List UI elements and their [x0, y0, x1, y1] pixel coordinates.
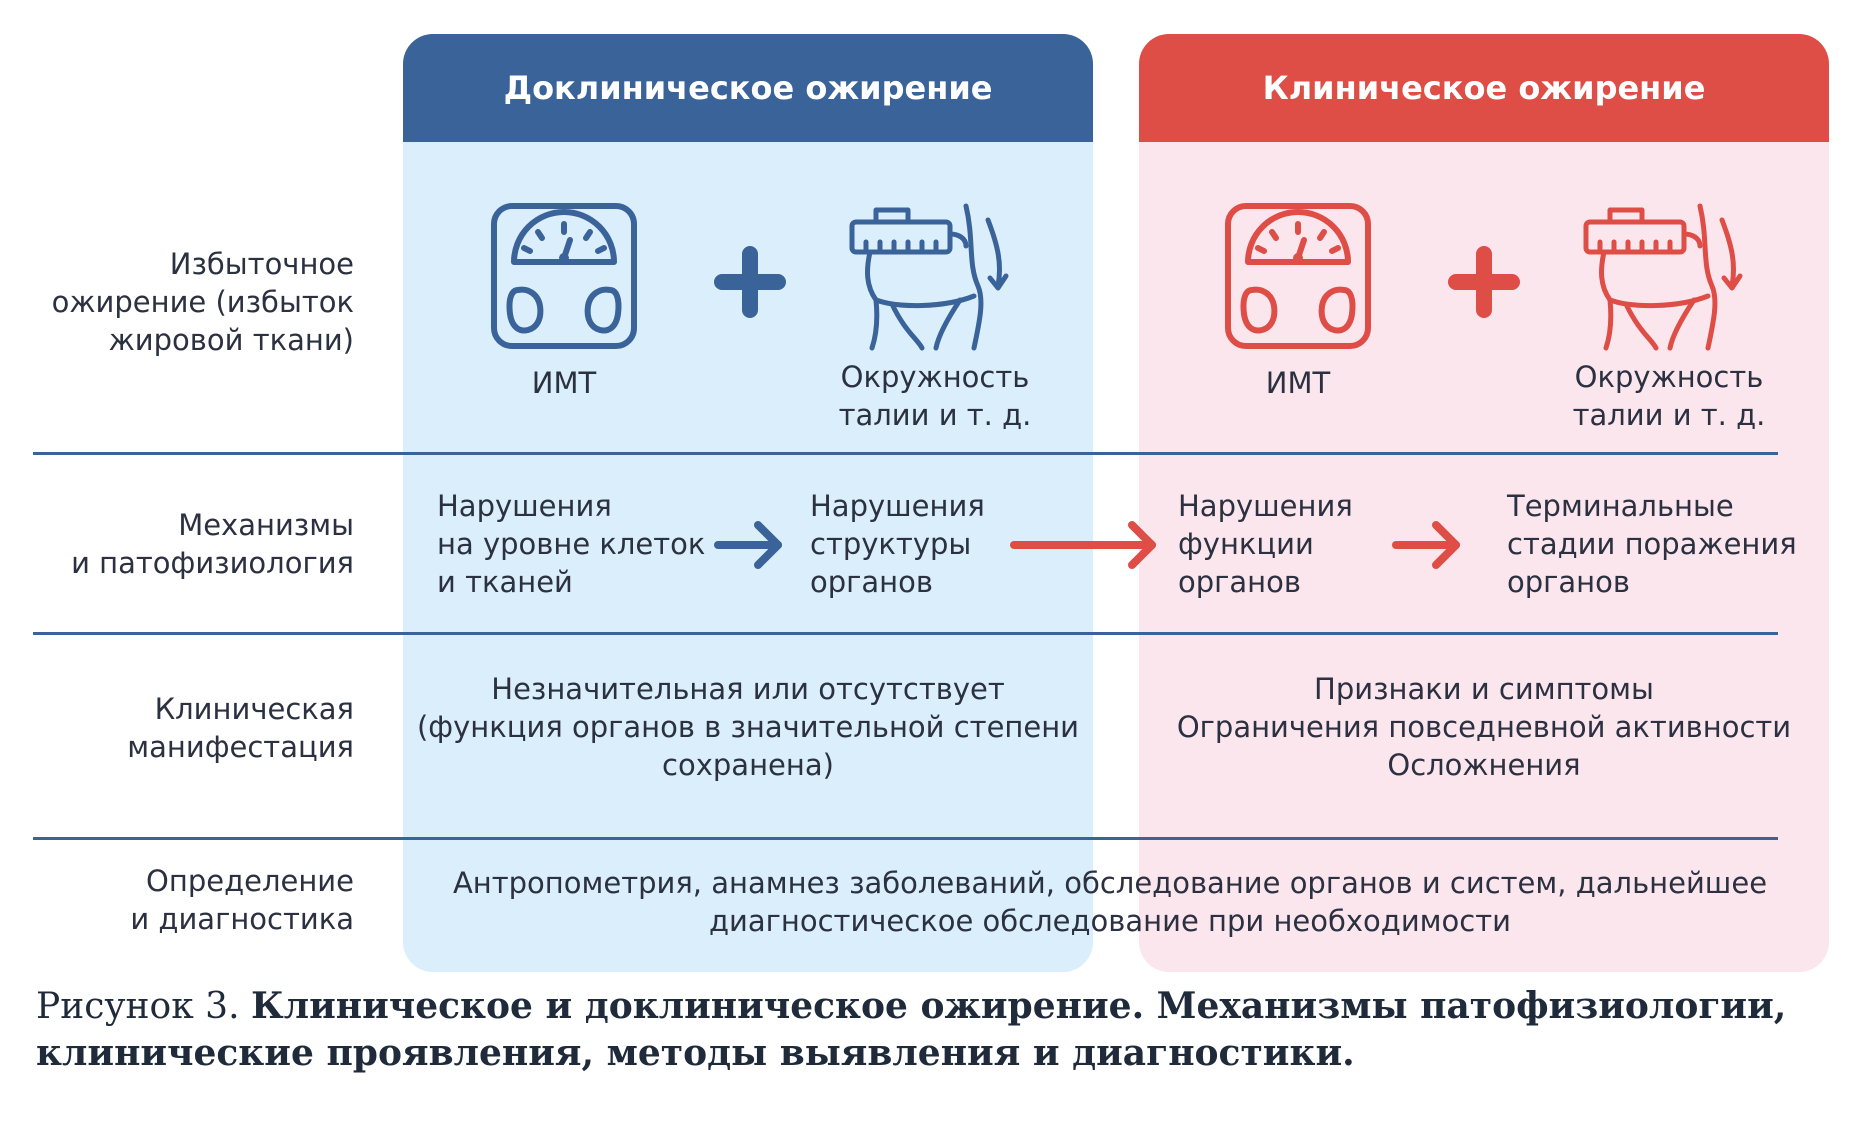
scale-label: ИМТ	[531, 366, 597, 400]
preclinical-header: Доклиническое ожирение	[403, 34, 1093, 142]
clinical-header: Клиническое ожирение	[1139, 34, 1829, 142]
arrow-right-icon	[1392, 521, 1460, 569]
waist-icon	[849, 203, 1009, 351]
figure-caption: Рисунок 3. Клиническое и доклиническое о…	[36, 983, 1816, 1077]
row-label-manifestation: Клиническая манифестация	[127, 692, 354, 764]
row-label-excess: Избыточное ожирение (избыток жировой тка…	[51, 247, 354, 357]
row-divider-3	[33, 837, 1778, 840]
mech-terminal-stage: Терминальные стадии поражения органов	[1507, 489, 1797, 599]
row-divider-2	[33, 632, 1778, 635]
plus-icon	[714, 246, 786, 318]
scale-icon	[491, 203, 637, 349]
plus-icon	[1448, 246, 1520, 318]
mech-cell-level: Нарушения на уровне клеток и тканей	[437, 489, 706, 599]
arrow-right-icon	[714, 521, 782, 569]
mech-organ-function: Нарушения функции органов	[1178, 489, 1353, 599]
clinical-panel: Клиническое ожирение	[1139, 34, 1829, 972]
diagnosis-text: Антропометрия, анамнез заболеваний, обсл…	[452, 866, 1768, 938]
row-label-mechanisms: Механизмы и патофизиология	[71, 508, 354, 580]
mech-organ-structure: Нарушения структуры органов	[810, 489, 985, 599]
waist-label: Окружность талии и т. д.	[838, 360, 1032, 432]
scale-label: ИМТ	[1265, 366, 1331, 400]
row-divider-1	[33, 452, 1778, 455]
caption-title: Клиническое и доклиническое ожирение. Ме…	[36, 985, 1787, 1074]
manifestation-preclinical: Незначительная или отсутствует (функция …	[416, 672, 1080, 782]
arrow-right-icon	[1010, 521, 1156, 569]
preclinical-panel: Доклиническое ожирение	[403, 34, 1093, 972]
row-label-diagnosis: Определение и диагностика	[130, 864, 354, 936]
waist-icon	[1583, 203, 1743, 351]
manifestation-clinical: Признаки и симптомы Ограничения повседне…	[1176, 672, 1792, 782]
scale-icon	[1225, 203, 1371, 349]
caption-prefix: Рисунок 3.	[36, 986, 251, 1027]
waist-label: Окружность талии и т. д.	[1572, 360, 1766, 432]
